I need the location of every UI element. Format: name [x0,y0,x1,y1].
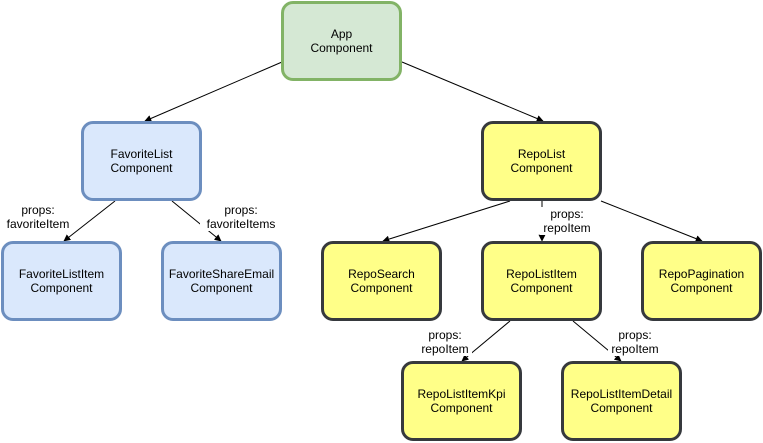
repo-list-item-component-node[interactable]: RepoListItem Component [481,241,602,321]
edge-label-line: props: [224,203,258,217]
edge-label-line: repoItem [543,221,591,235]
edge-label-line: favoriteItem [6,217,70,231]
node-subtitle: Component [110,161,173,175]
node-subtitle: Component [310,41,373,55]
repo-pagination-component-node[interactable]: RepoPagination Component [641,241,762,321]
edge-favorite-list-to-favorite-share-email [171,200,222,242]
edge-favorite-list-to-favorite-list-item [63,200,116,242]
favorite-list-component-node[interactable]: FavoriteList Component [81,121,202,201]
favorite-list-item-component-node[interactable]: FavoriteListItem Component [1,241,122,321]
edge-repo-list-to-repo-pagination [600,200,703,242]
node-subtitle: Component [510,281,573,295]
repo-search-component-node[interactable]: RepoSearch Component [321,241,442,321]
edge-label-line: repoItem [611,342,659,356]
repo-list-item-detail-component-node[interactable]: RepoListItemDetail Component [561,361,682,441]
edge-label-line: props: [428,328,462,342]
edge-label-line: props: [21,203,55,217]
node-subtitle: Component [590,401,653,415]
edge-label-repo-item-detail: props: repoItem [608,328,662,356]
node-title: RepoPagination [658,267,745,281]
node-subtitle: Component [670,281,733,295]
node-subtitle: Component [510,161,573,175]
node-subtitle: Component [30,281,93,295]
node-title: RepoListItemDetail [570,387,673,401]
edge-label-line: props: [618,328,652,342]
node-subtitle: Component [430,401,493,415]
node-title: RepoListItemKpi [417,387,506,401]
edge-repo-list-to-repo-search [382,200,511,243]
edge-app-to-repo-list [401,61,544,122]
edge-label-repo-item-kpi: props: repoItem [418,328,472,356]
node-subtitle: Component [190,281,253,295]
app-component-node[interactable]: App Component [281,1,402,81]
edge-label-line: favoriteItems [206,217,276,231]
edge-label-favorite-item: props: favoriteItem [0,203,76,231]
edge-app-to-favorite-list [144,61,283,122]
edge-label-favorite-items: props: favoriteItems [200,203,282,231]
edge-label-line: repoItem [421,342,469,356]
node-title: RepoListItem [506,267,577,281]
node-title: RepoList [517,147,566,161]
node-title: FavoriteList [110,147,173,161]
favorite-share-email-component-node[interactable]: FavoriteShareEmail Component [161,241,282,321]
node-title: App [330,27,353,41]
node-subtitle: Component [350,281,413,295]
edge-label-repo-item-main: props: repoItem [540,207,594,235]
node-title: FavoriteListItem [18,267,105,281]
edge-label-line: props: [550,207,584,221]
node-title: FavoriteShareEmail [168,267,275,281]
repo-list-component-node[interactable]: RepoList Component [481,121,602,201]
repo-list-item-kpi-component-node[interactable]: RepoListItemKpi Component [401,361,522,441]
node-title: RepoSearch [348,267,415,281]
